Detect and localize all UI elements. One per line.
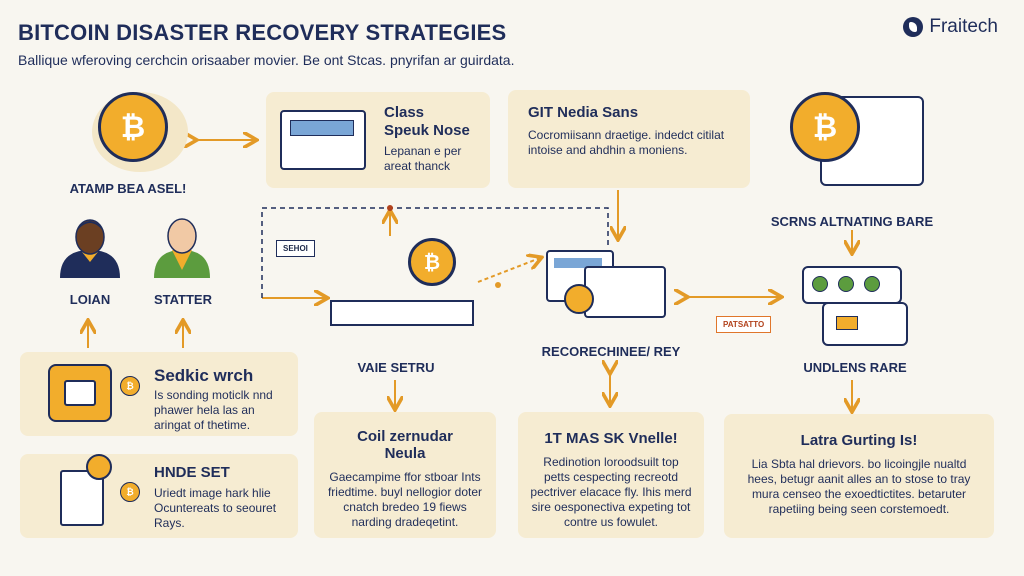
card-reader-icon: [584, 266, 666, 318]
card-coil-text: Gaecampime ffor stboar Ints friedtime. b…: [327, 470, 483, 529]
card-coil-title-2: Neula: [384, 445, 426, 462]
center-right-label: RECORECHINEE/ REY: [541, 344, 681, 359]
person-statter-icon: [154, 218, 210, 278]
card-sedkic-text: Is sonding moticlk nnd phawer hela las a…: [154, 388, 273, 432]
card-git-text: Cocromiisann draetige. indedct citilat i…: [528, 128, 725, 157]
card-sedkic-title: Sedkic wrch: [154, 366, 254, 385]
card-class-speuk: Class Speuk Nose Lepanan e per areat tha…: [266, 92, 490, 188]
card-git-nedia: GIT Nedia Sans Cocromiisann draetige. in…: [508, 90, 750, 188]
card-1t-text: Redinotion loroodsuilt top petts cespect…: [530, 455, 692, 529]
gear-icon: [86, 454, 112, 480]
brand-logo: Fraitech: [903, 16, 998, 38]
card-latra-gurting: Latra Gurting Is! Lia Sbta hal drievors.…: [724, 414, 994, 538]
coin-label: ATAMP BEA ASEL!: [69, 181, 187, 196]
dashed-outline: [261, 207, 609, 298]
scanner-device-icon: [280, 110, 366, 170]
card-coil-title-1: Coil zernudar: [357, 428, 453, 445]
center-label: VAIE SETRU: [357, 360, 435, 375]
bitcoin-coin-icon: ₿: [98, 92, 168, 162]
card-hnde-text: Uriedt image hark hlie Ocuntereats to se…: [154, 486, 277, 530]
wallet-icon: [48, 364, 112, 422]
card-coil-zernudar: Coil zernudar Neula Gaecampime ffor stbo…: [314, 412, 496, 538]
card-class-title-1: Class: [384, 104, 425, 121]
center-bitcoin-icon: ₿: [408, 238, 456, 286]
sehoi-tag: SEHOI: [276, 240, 315, 257]
page-title: BITCOIN DISASTER RECOVERY STRATEGIES: [18, 20, 507, 45]
card-1t-mas: 1T MAS SK Vnelle! Redinotion loroodsuilt…: [518, 412, 704, 538]
card-class-text: Lepanan e per areat thanck: [384, 144, 462, 173]
small-coin-icon-2: ₿: [120, 482, 140, 502]
card-device-icon: [822, 302, 908, 346]
card-hnde-title: HNDE SET: [154, 464, 230, 481]
page-subtitle: Ballique wferoving cerchcin orisaaber mo…: [18, 52, 515, 68]
card-latra-title: Latra Gurting Is!: [800, 432, 918, 449]
right-bottom-label: UNDLENS RARE: [803, 360, 907, 375]
person-loian-icon: [60, 219, 120, 278]
chip-rack-icon: [802, 266, 902, 304]
card-latra-text: Lia Sbta hal drievors. bo licoingjle nua…: [747, 457, 971, 516]
card-hnde-set: ₿ HNDE SET Uriedt image hark hlie Ocunte…: [20, 454, 298, 538]
right-top-label: SCRNS ALTNATING BARE: [770, 214, 934, 229]
person-loian-label: LOIAN: [69, 292, 111, 307]
fraitech-logo-icon: [903, 17, 924, 37]
key-coin-icon: [564, 284, 594, 314]
small-coin-icon: ₿: [120, 376, 140, 396]
tray-device-icon: [330, 300, 474, 326]
card-class-title-2: Speuk Nose: [384, 122, 470, 139]
patsatto-tag: PATSATTO: [716, 316, 772, 333]
card-sedkic-wrch: ₿ Sedkic wrch Is sonding moticlk nnd pha…: [20, 352, 298, 436]
right-bitcoin-icon: ₿: [790, 92, 860, 162]
brand-name: Fraitech: [929, 16, 998, 37]
person-statter-label: STATTER: [153, 292, 212, 307]
card-git-title: GIT Nedia Sans: [528, 104, 639, 121]
card-1t-title: 1T MAS SK Vnelle!: [544, 430, 678, 447]
